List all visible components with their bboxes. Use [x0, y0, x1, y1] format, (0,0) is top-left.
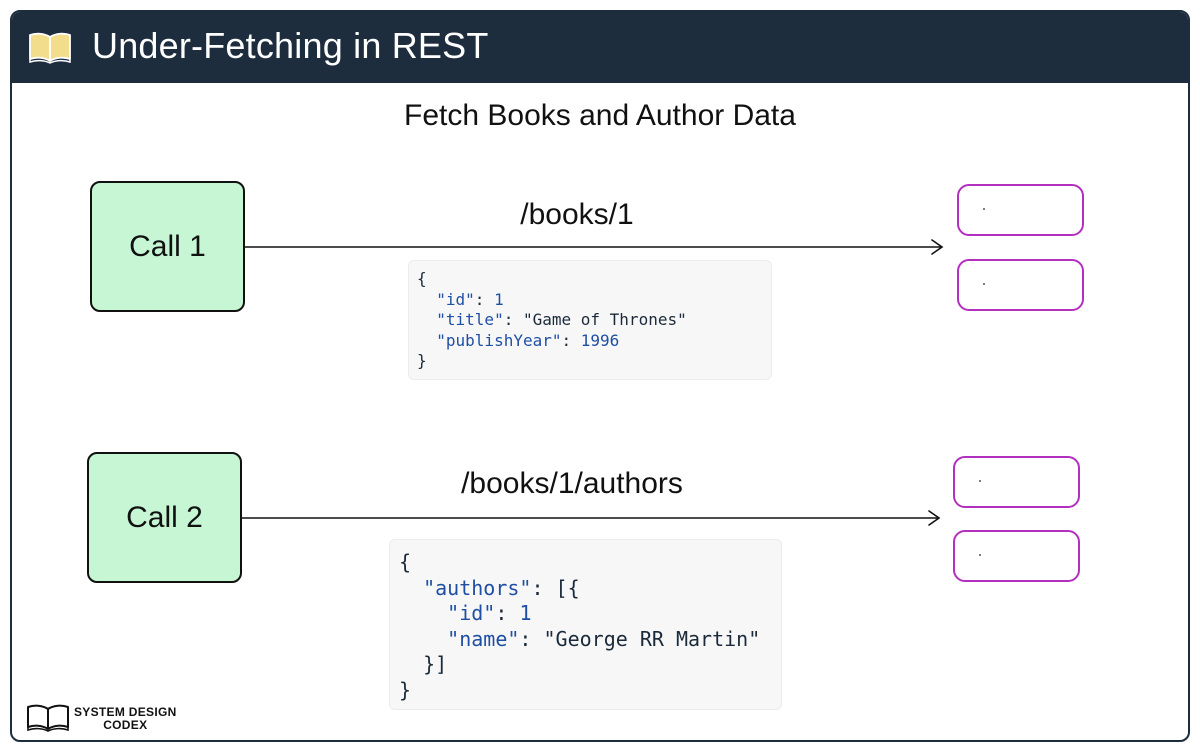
call-1-response-json: { "id": 1 "title": "Game of Thrones" "pu…: [408, 260, 772, 380]
call-2-label: Call 2: [126, 500, 203, 534]
diagram-subtitle: Fetch Books and Author Data: [404, 99, 796, 132]
diagram-frame: Under-Fetching in REST Fetch Books and A…: [10, 10, 1190, 742]
call-1-box: Call 1: [90, 181, 245, 312]
call-1-label: Call 1: [129, 229, 206, 263]
call-1-endpoint: /books/1: [520, 198, 634, 231]
call-1-result-box-2: [957, 259, 1084, 311]
open-book-icon: [26, 30, 74, 69]
call-2-arrow: [242, 510, 941, 526]
brand-name: SYSTEM DESIGN CODEX: [74, 706, 177, 732]
call-2-response-json: { "authors": [{ "id": 1 "name": "George …: [389, 539, 782, 710]
header-title: Under-Fetching in REST: [92, 25, 489, 66]
call-1-arrow: [245, 239, 944, 255]
call-2-box: Call 2: [87, 452, 242, 583]
call-2-result-box-2: [953, 530, 1080, 582]
book-logo-icon: [26, 704, 70, 737]
call-2-endpoint: /books/1/authors: [461, 467, 683, 500]
call-2-result-box-1: [953, 456, 1080, 508]
brand-line-1: SYSTEM DESIGN: [74, 705, 177, 719]
brand-line-2: CODEX: [103, 718, 148, 732]
header-bar: Under-Fetching in REST: [12, 12, 1188, 83]
call-1-result-box-1: [957, 184, 1084, 236]
